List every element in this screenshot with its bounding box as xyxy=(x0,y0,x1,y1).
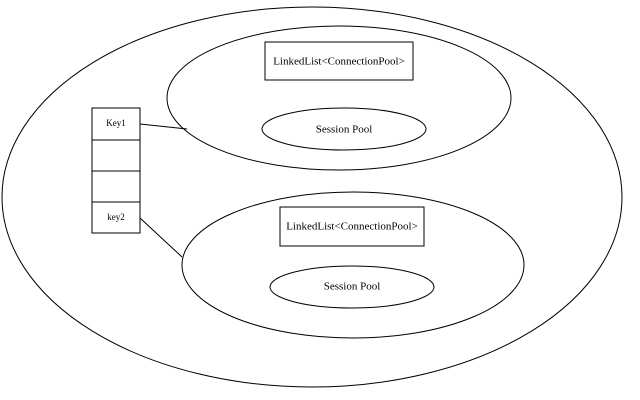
key2-connector-line xyxy=(139,217,183,258)
key-table-row-label: Key1 xyxy=(106,118,126,128)
pool-1-linkedlist-box xyxy=(264,41,414,81)
key-table-row xyxy=(91,139,141,172)
key1-connector-line xyxy=(139,123,188,130)
pool-1-session-ellipse xyxy=(261,107,427,151)
pool-2-ellipse xyxy=(181,191,525,339)
pool-2-session-label: Session Pool xyxy=(324,281,381,293)
pool-group-1: LinkedList<ConnectionPool> Session Pool xyxy=(166,25,512,171)
pool-1-linkedlist-label: LinkedList<ConnectionPool> xyxy=(273,56,405,68)
key-table: Key1 key2 xyxy=(91,107,141,234)
key-table-row xyxy=(91,107,141,141)
pool-2-session-ellipse xyxy=(269,265,435,309)
key-table-row xyxy=(91,170,141,203)
pool-2-linkedlist-box xyxy=(279,206,425,247)
pool-group-2: LinkedList<ConnectionPool> Session Pool xyxy=(181,191,525,339)
pool-1-ellipse xyxy=(166,25,512,171)
key-table-row-label: key2 xyxy=(107,212,125,222)
key-table-row xyxy=(91,201,141,234)
pool-2-linkedlist-label: LinkedList<ConnectionPool> xyxy=(286,221,418,233)
pool-1-session-label: Session Pool xyxy=(316,124,373,136)
